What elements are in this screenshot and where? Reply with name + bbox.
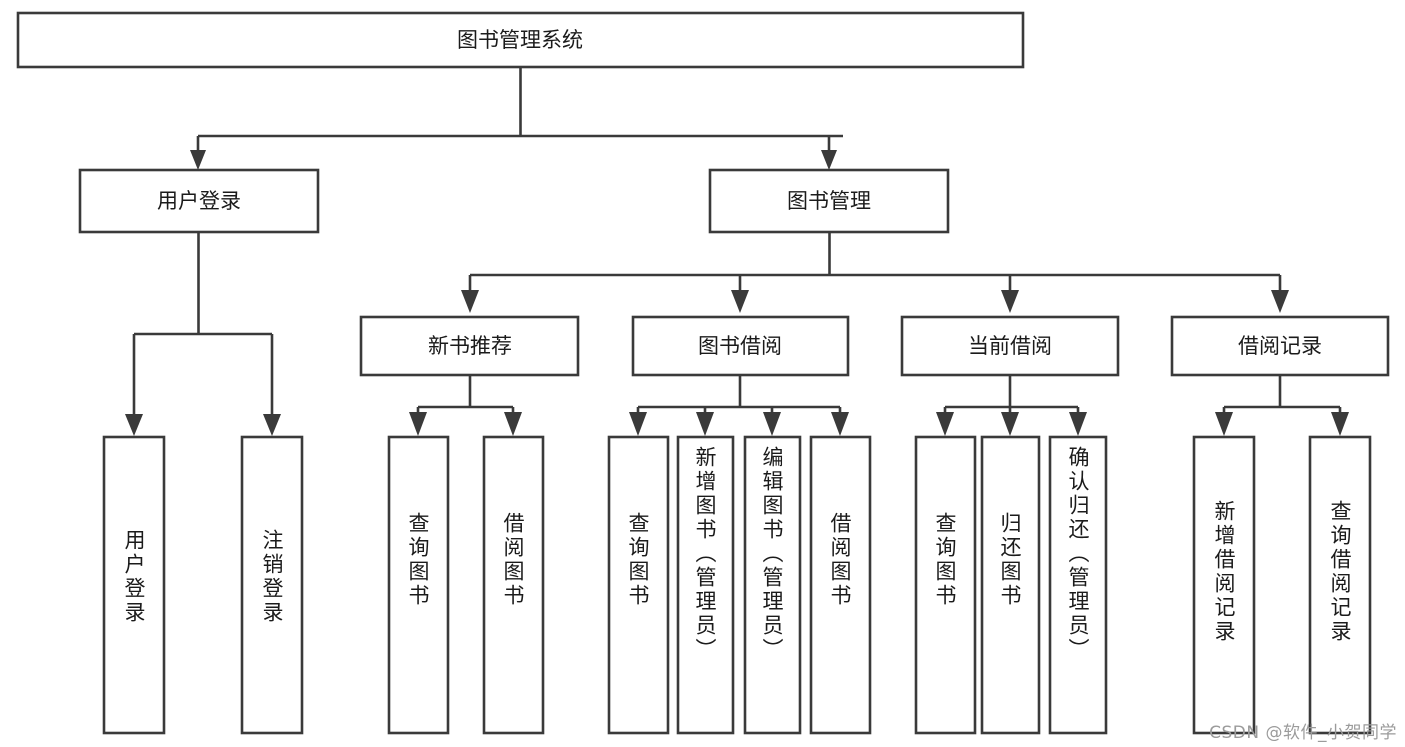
arrow-to-leaf-add-book bbox=[696, 412, 714, 436]
leaf-box-add-borrow-record[interactable] bbox=[1192, 435, 1256, 735]
leaf-query-book-current[interactable]: 查询图书 bbox=[914, 435, 977, 735]
leaf-label-query-borrow-record: 查询借阅记录 bbox=[1328, 500, 1352, 644]
arrow-to-leaf-confirm-return bbox=[1069, 412, 1087, 436]
leaf-label-confirm-return: 确认归还（管理员） bbox=[1066, 446, 1090, 662]
leaf-add-borrow-record[interactable]: 新增借阅记录 bbox=[1192, 435, 1256, 735]
node-box-current-borrow[interactable] bbox=[900, 315, 1120, 377]
node-label-book-borrow: 图书借阅 bbox=[698, 334, 782, 358]
leaf-borrow-book-borrow[interactable]: 借阅图书 bbox=[809, 435, 872, 735]
node-book-manage[interactable]: 图书管理 bbox=[708, 168, 950, 234]
leaf-box-query-book-borrow[interactable] bbox=[607, 435, 670, 735]
arrow-to-leaf-query-record bbox=[1331, 412, 1349, 436]
arrow-to-borrow-records bbox=[1271, 290, 1289, 313]
leaf-borrow-book-recommend[interactable]: 借阅图书 bbox=[482, 435, 545, 735]
leaf-return-book[interactable]: 归还图书 bbox=[980, 435, 1041, 735]
leaf-box-borrow-book-recommend[interactable] bbox=[482, 435, 545, 735]
leaf-user-login[interactable]: 用户登录 bbox=[102, 435, 166, 735]
arrow-to-leaf-logout bbox=[263, 414, 281, 436]
arrow-to-book-manage bbox=[821, 150, 837, 170]
leaf-label-query-book-borrow: 查询图书 bbox=[626, 512, 650, 608]
connector-bookmanage-to-level3 bbox=[461, 232, 1289, 313]
connector-borrowrecords-to-leaves bbox=[1215, 375, 1349, 436]
node-root-system[interactable]: 图书管理系统 bbox=[16, 11, 1025, 69]
node-label-current-borrow: 当前借阅 bbox=[968, 334, 1052, 358]
leaf-label-borrow-book-recommend: 借阅图书 bbox=[501, 512, 525, 608]
arrow-to-leaf-query-book-2 bbox=[629, 412, 647, 436]
leaf-query-book-recommend[interactable]: 查询图书 bbox=[387, 435, 450, 735]
node-borrow-records[interactable]: 借阅记录 bbox=[1170, 315, 1390, 377]
node-label-root: 图书管理系统 bbox=[457, 28, 583, 52]
node-box-borrow-records[interactable] bbox=[1170, 315, 1390, 377]
node-label-borrow-records: 借阅记录 bbox=[1238, 334, 1322, 358]
arrow-to-leaf-borrow-book-2 bbox=[831, 412, 849, 436]
leaf-label-borrow-book-borrow: 借阅图书 bbox=[828, 512, 852, 608]
leaf-label-return-book: 归还图书 bbox=[998, 512, 1022, 608]
leaf-label-add-book: 新增图书（管理员） bbox=[693, 446, 717, 662]
connector-root-to-level2 bbox=[190, 67, 843, 170]
leaf-label-user-login: 用户登录 bbox=[122, 529, 146, 625]
node-book-borrow[interactable]: 图书借阅 bbox=[631, 315, 850, 377]
node-label-user-login: 用户登录 bbox=[157, 189, 241, 213]
node-box-book-manage[interactable] bbox=[708, 168, 950, 234]
leaf-box-edit-book[interactable] bbox=[743, 435, 802, 735]
leaf-label-query-book-current: 查询图书 bbox=[933, 512, 957, 608]
leaf-label-edit-book: 编辑图书（管理员） bbox=[760, 446, 784, 662]
arrow-to-leaf-query-book-3 bbox=[936, 412, 954, 436]
leaf-label-add-borrow-record: 新增借阅记录 bbox=[1212, 500, 1236, 644]
leaf-confirm-return[interactable]: 确认归还（管理员） bbox=[1048, 435, 1108, 735]
connector-bookborrow-to-leaves bbox=[629, 375, 849, 436]
connector-userlogin-to-leaves bbox=[125, 232, 281, 436]
csdn-watermark: CSDN @软件_小贺同学 bbox=[1209, 723, 1397, 743]
leaf-box-query-book-current[interactable] bbox=[914, 435, 977, 735]
arrow-to-leaf-add-record bbox=[1215, 412, 1233, 436]
leaf-box-borrow-book-borrow[interactable] bbox=[809, 435, 872, 735]
leaf-query-borrow-record[interactable]: 查询借阅记录 bbox=[1308, 435, 1372, 735]
leaf-query-book-borrow[interactable]: 查询图书 bbox=[607, 435, 670, 735]
leaf-box-user-login[interactable] bbox=[102, 435, 166, 735]
arrow-to-book-borrow bbox=[731, 290, 749, 313]
leaf-edit-book[interactable]: 编辑图书（管理员） bbox=[743, 435, 802, 735]
leaf-logout[interactable]: 注销登录 bbox=[240, 435, 304, 735]
node-label-book-manage: 图书管理 bbox=[787, 189, 871, 213]
connector-newbook-to-leaves bbox=[409, 375, 522, 436]
node-new-book-recommend[interactable]: 新书推荐 bbox=[359, 315, 580, 377]
arrow-to-leaf-edit-book bbox=[763, 412, 781, 436]
leaf-box-return-book[interactable] bbox=[980, 435, 1041, 735]
leaf-box-add-book[interactable] bbox=[676, 435, 735, 735]
leaf-box-confirm-return[interactable] bbox=[1048, 435, 1108, 735]
arrow-to-current-borrow bbox=[1001, 290, 1019, 313]
arrow-to-leaf-query-book-1 bbox=[409, 412, 427, 436]
node-box-book-borrow[interactable] bbox=[631, 315, 850, 377]
leaf-label-query-book-recommend: 查询图书 bbox=[406, 512, 430, 608]
leaf-box-query-book-recommend[interactable] bbox=[387, 435, 450, 735]
leaf-box-logout[interactable] bbox=[240, 435, 304, 735]
arrow-to-leaf-return-book bbox=[1001, 412, 1019, 436]
node-user-login[interactable]: 用户登录 bbox=[78, 168, 320, 234]
node-current-borrow[interactable]: 当前借阅 bbox=[900, 315, 1120, 377]
arrow-to-leaf-borrow-book-1 bbox=[504, 412, 522, 436]
arrow-to-new-book bbox=[461, 290, 479, 313]
arrow-to-user-login bbox=[190, 150, 206, 170]
arrow-to-leaf-user-login bbox=[125, 414, 143, 436]
connector-currentborrow-to-leaves bbox=[936, 375, 1087, 436]
node-label-new-book-recommend: 新书推荐 bbox=[428, 334, 512, 358]
node-box-root[interactable] bbox=[16, 11, 1025, 69]
node-box-user-login[interactable] bbox=[78, 168, 320, 234]
node-box-new-book-recommend[interactable] bbox=[359, 315, 580, 377]
leaf-add-book[interactable]: 新增图书（管理员） bbox=[676, 435, 735, 735]
leaf-box-query-borrow-record[interactable] bbox=[1308, 435, 1372, 735]
leaf-label-logout: 注销登录 bbox=[260, 529, 284, 625]
